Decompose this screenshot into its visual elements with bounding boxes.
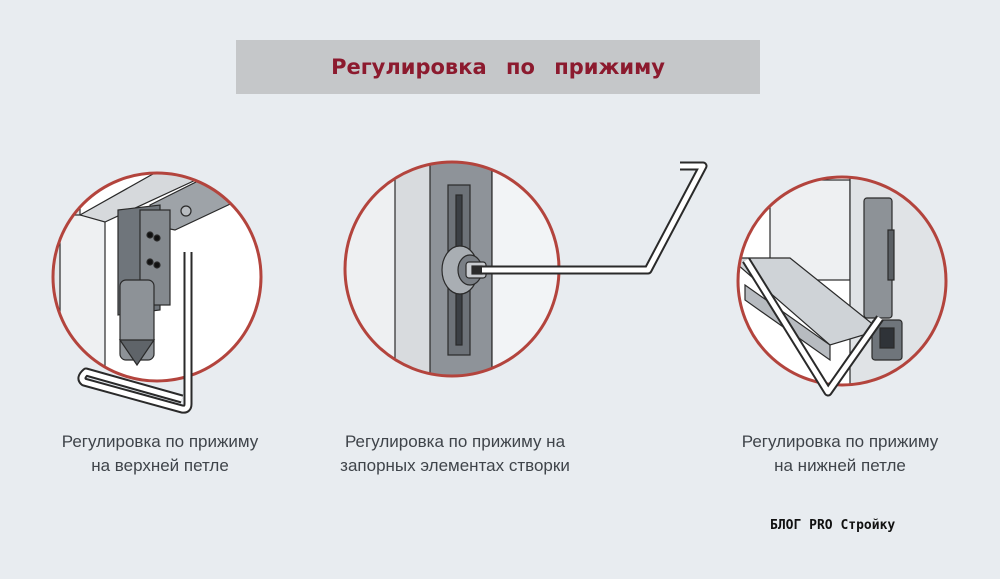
caption-upper-hinge-line1: Регулировка по прижиму — [61, 432, 259, 451]
caption-upper-hinge: Регулировка по прижиму на верхней петле — [25, 430, 295, 478]
caption-locking-elements-line2: запорных элементах створки — [340, 456, 570, 475]
title-banner: Регулировка по прижиму — [236, 40, 760, 94]
caption-locking-elements-line1: Регулировка по прижиму на — [344, 432, 566, 451]
upper-hinge-illustration — [51, 171, 263, 414]
caption-locking-elements: Регулировка по прижиму на запорных элеме… — [305, 430, 605, 478]
caption-lower-hinge-line1: Регулировка по прижиму — [741, 432, 939, 451]
locking-element-illustration — [343, 160, 708, 378]
lower-hinge-illustration — [736, 175, 948, 397]
caption-lower-hinge-line2: на нижней петле — [774, 456, 906, 475]
watermark: БЛОГ PRO Стройку — [770, 518, 896, 533]
caption-upper-hinge-line2: на верхней петле — [91, 456, 229, 475]
page-title: Регулировка по прижиму — [331, 55, 665, 79]
caption-lower-hinge: Регулировка по прижиму на нижней петле — [700, 430, 980, 478]
